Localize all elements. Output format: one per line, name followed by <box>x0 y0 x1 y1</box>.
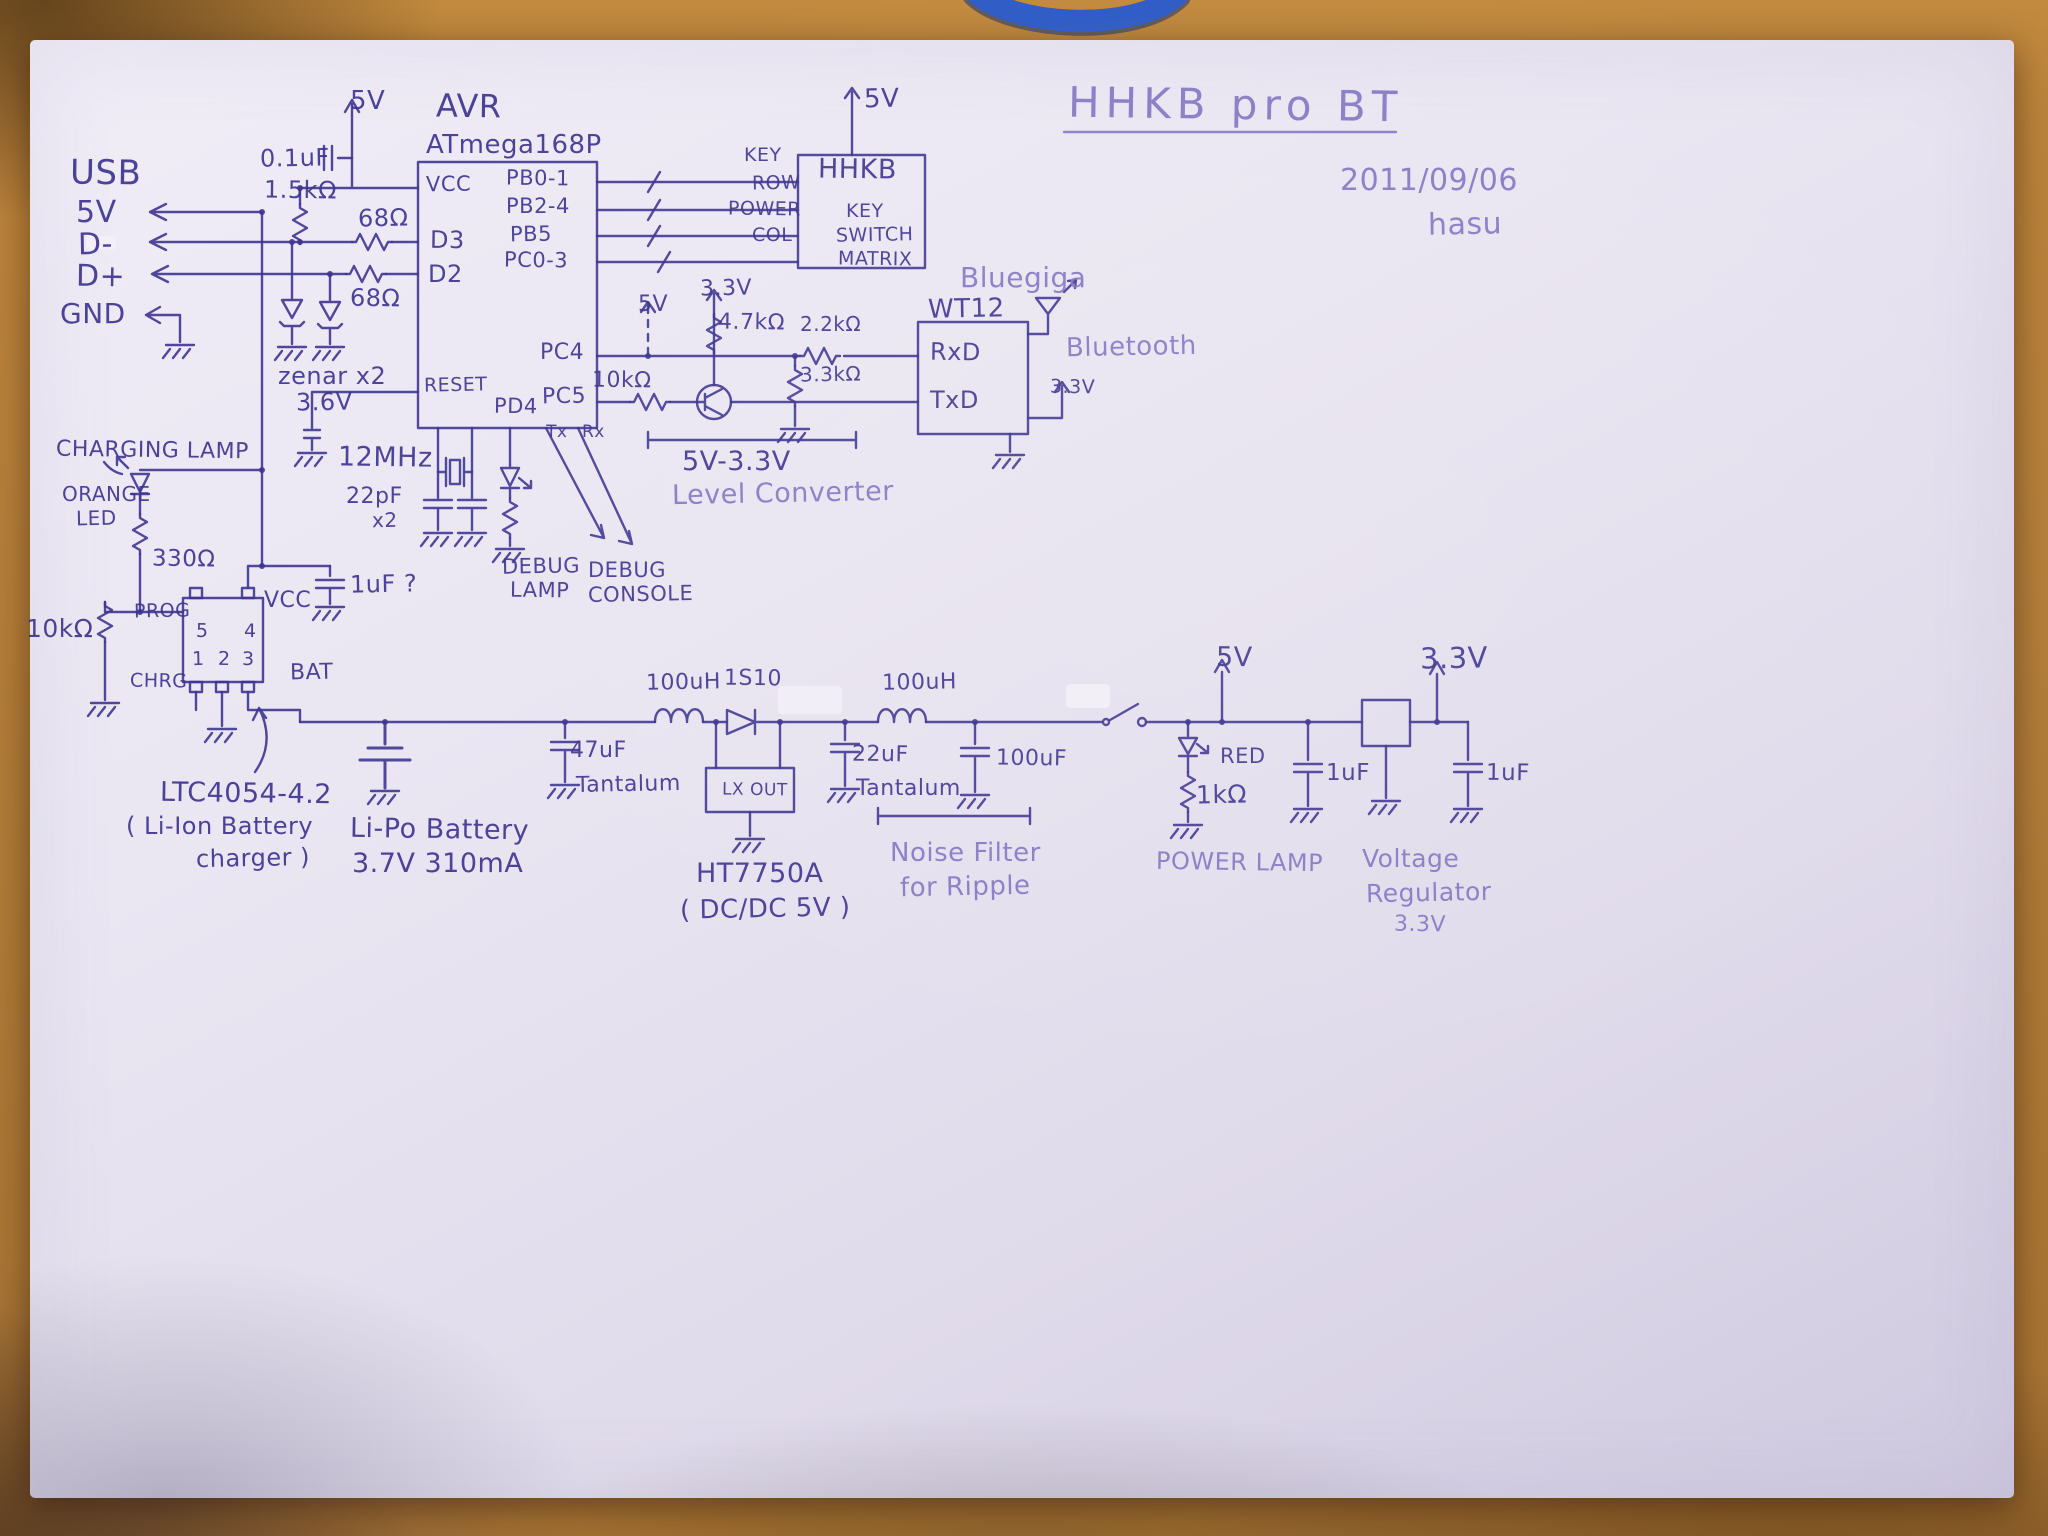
inductor-100uh-b <box>876 708 928 724</box>
whiteout-patch <box>1066 684 1110 708</box>
ltc4054-chip <box>181 596 265 684</box>
blue-cable-photo <box>963 0 1191 36</box>
power-switch <box>1108 702 1140 722</box>
diode-1s10-symbol <box>725 708 757 736</box>
debug-console-wires <box>544 426 634 546</box>
avr-supply <box>291 98 420 246</box>
inductor-100uh-a <box>653 708 705 724</box>
zener-diodes <box>273 239 346 362</box>
charger-circuit <box>86 455 346 774</box>
debug-lamp-circuit <box>491 426 533 564</box>
battery-symbol <box>358 720 412 790</box>
ht7750a-box <box>704 766 796 814</box>
wt12-module <box>916 278 1078 470</box>
crystal-circuit <box>419 426 488 548</box>
level-converter-circuit <box>595 288 920 450</box>
power-lamp-circuit <box>1169 658 1231 840</box>
whiteout-patch <box>86 236 116 250</box>
keyboard-matrix-wires <box>595 86 927 274</box>
avr-chip <box>293 160 599 468</box>
voltage-regulator-box <box>1360 698 1412 748</box>
usb-section <box>144 202 420 568</box>
regulator-circuit <box>1289 660 1484 824</box>
paper-sheet <box>30 40 2014 1498</box>
whiteout-patch <box>778 686 842 714</box>
power-rail <box>298 702 1470 854</box>
antenna-icon <box>1026 278 1078 336</box>
pointer-arrow <box>251 706 268 774</box>
hhkb-box <box>796 153 927 270</box>
